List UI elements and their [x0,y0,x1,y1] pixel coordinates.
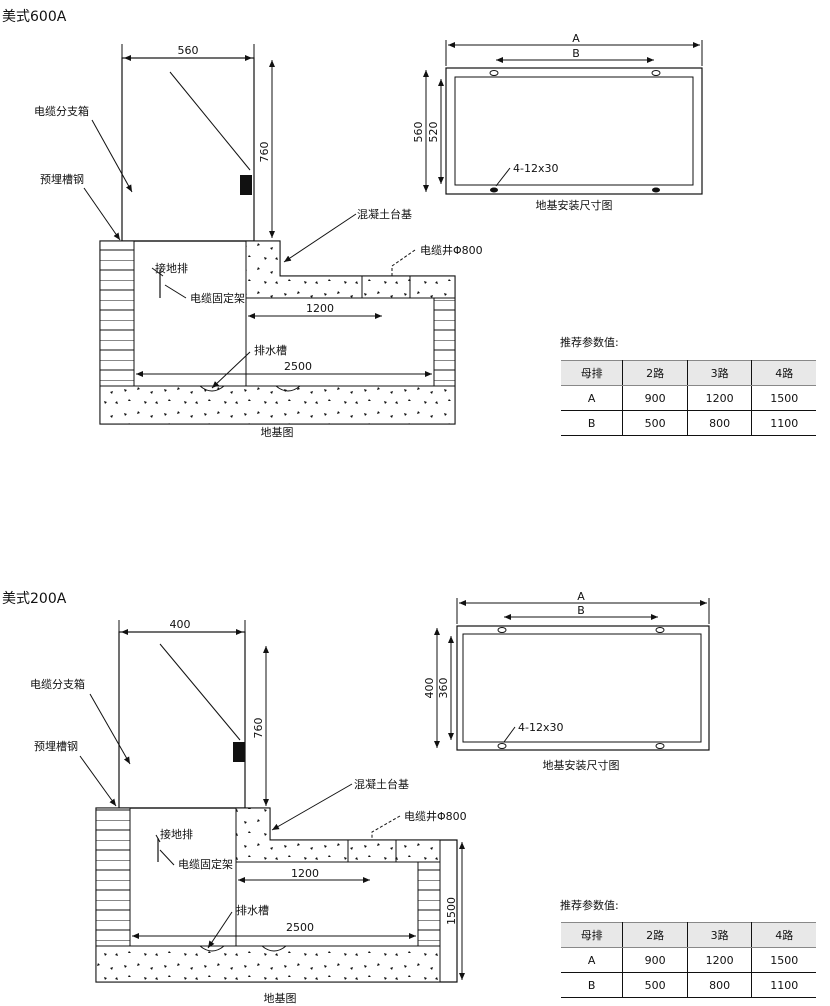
dim-B: B [572,47,580,60]
params-table-200a: 母排 2路 3路 4路 A 900 1200 1500 B 500 800 11… [561,922,816,998]
table-cell: 800 [686,410,753,436]
table-header-cell: 4路 [751,360,816,386]
params-title-200a: 推荐参数值: [560,899,619,912]
mounting-plan-200a: A B 400 360 4-12x30 地基安装尺寸图 [423,590,710,772]
label-cabinet: 电缆分支箱 [30,677,85,691]
table-cell: 900 [622,385,688,411]
table-row: B 500 800 1100 [561,972,816,998]
label-steel: 预埋槽钢 [34,740,78,753]
table-header-cell: 4路 [751,922,816,948]
label-steel: 预埋槽钢 [40,173,84,186]
dim-2500: 2500 [286,921,314,934]
dim-width: 560 [178,44,199,57]
label-holes: 4-12x30 [513,162,558,175]
table-header-cell: 母排 [561,360,624,386]
table-cell: 500 [622,410,688,436]
label-holder: 电缆固定架 [190,291,245,305]
table-cell: B [561,972,624,998]
table-header-cell: 2路 [622,360,688,386]
table-row: A 900 1200 1500 [561,385,816,411]
label-drain: 排水槽 [236,903,269,917]
dim-inner: 520 [427,122,440,143]
caption-mounting: 地基安装尺寸图 [536,198,613,212]
dim-height: 760 [252,718,265,739]
table-cell: B [561,410,624,436]
section-title-600a: 美式600A [2,9,67,25]
table-header-cell: 母排 [561,922,624,948]
caption-mounting: 地基安装尺寸图 [543,758,620,772]
caption-foundation: 地基图 [261,426,294,439]
table-header-cell: 3路 [686,922,753,948]
mounting-plan-600a: A B 560 520 4-12x30 地基安装尺寸图 [412,32,703,212]
dim-1500: 1500 [445,897,458,925]
label-well: 电缆井Φ800 [420,243,483,257]
table-cell: A [561,947,624,973]
dim-B: B [577,604,585,617]
table-row: B 500 800 1100 [561,410,816,436]
label-drain: 排水槽 [254,343,287,357]
table-row: A 900 1200 1500 [561,947,816,973]
label-ground: 接地排 [160,827,193,841]
label-concrete: 混凝土台基 [357,207,412,221]
section-title-200a: 美式200A [2,591,67,607]
dim-2500: 2500 [284,360,312,373]
dim-A: A [577,590,585,603]
params-table-600a: 母排 2路 3路 4路 A 900 1200 1500 B 500 800 11… [561,360,816,436]
table-cell: 1100 [751,972,816,998]
table-header-cell: 2路 [622,922,688,948]
table-cell: 900 [622,947,688,973]
label-cabinet: 电缆分支箱 [34,104,89,118]
table-cell: 1100 [751,410,816,436]
table-cell: A [561,385,624,411]
label-holder: 电缆固定架 [178,857,233,871]
dim-height: 760 [258,142,271,163]
table-header-cell: 3路 [686,360,753,386]
foundation-drawing-600a: 560 760 1200 2500 电缆分支箱 预埋槽钢 接地排 电 [34,44,483,439]
label-well: 电缆井Φ800 [404,809,467,823]
table-cell: 1500 [751,385,816,411]
table-cell: 800 [686,972,753,998]
dim-1200: 1200 [291,867,319,880]
table-cell: 500 [622,972,688,998]
dim-1200: 1200 [306,302,334,315]
label-ground: 接地排 [155,261,188,275]
label-holes: 4-12x30 [518,721,563,734]
table-cell: 1200 [686,385,753,411]
params-title-600a: 推荐参数值: [560,336,619,349]
table-cell: 1500 [751,947,816,973]
label-concrete: 混凝土台基 [354,777,409,791]
table-cell: 1200 [686,947,753,973]
dim-A: A [572,32,580,45]
foundation-drawing-200a: 400 760 1200 2500 1500 电缆分支箱 预埋槽钢 接地排 电缆… [30,618,467,1005]
dim-outer: 400 [423,678,436,699]
dim-inner: 360 [437,678,450,699]
dim-outer: 560 [412,122,425,143]
caption-foundation: 地基图 [264,992,297,1005]
dim-width: 400 [170,618,191,631]
